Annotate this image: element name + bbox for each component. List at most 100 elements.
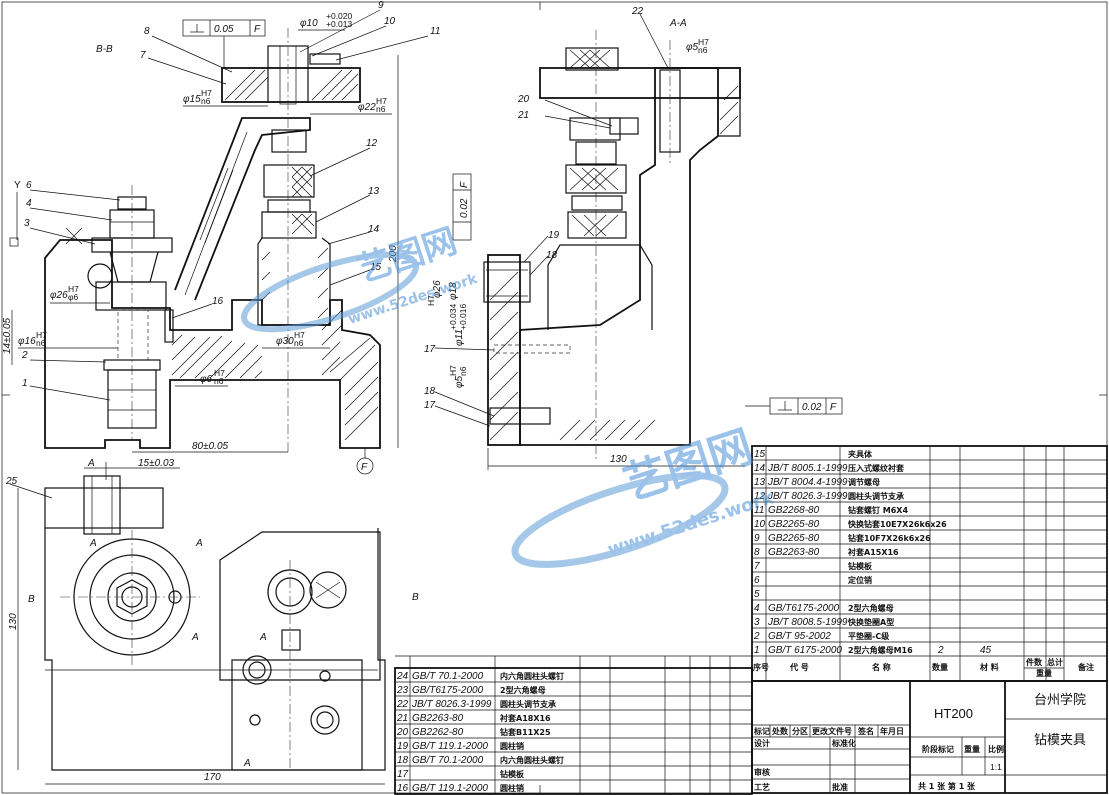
bom-row-no: 8	[754, 547, 760, 558]
bom-row-no: 14	[754, 463, 766, 474]
bom-header-unit: 件数	[1026, 657, 1043, 667]
bom-row-name: 快换垫圈A型	[848, 617, 894, 627]
bom-row-name: 2型六角螺母	[848, 603, 894, 613]
balloon-8: 8	[144, 26, 150, 37]
lower-bom-no: 16	[397, 783, 409, 794]
balloon-23: 21	[517, 110, 529, 121]
svg-text:H7: H7	[201, 88, 212, 98]
lower-bom-code: GB/T 70.1-2000	[412, 755, 484, 766]
svg-text:n6: n6	[214, 376, 224, 386]
bom-row-name: 调节螺母	[848, 477, 880, 487]
bushing-screw-11	[309, 53, 341, 65]
pin-16	[164, 309, 174, 343]
lower-bom-no: 18	[397, 755, 409, 766]
bom-row-name: 快换钻套10E7X26k6x26	[848, 519, 947, 529]
dim-d15: φ15	[183, 94, 201, 105]
svg-text:A: A	[191, 632, 199, 643]
svg-text:A: A	[259, 632, 267, 643]
svg-text:A: A	[243, 758, 251, 769]
svg-text:φ6: φ6	[68, 292, 79, 302]
svg-text:n6: n6	[698, 45, 708, 55]
svg-text:H7: H7	[294, 330, 305, 340]
svg-text:签名: 签名	[857, 726, 874, 736]
svg-text:分区: 分区	[792, 726, 808, 736]
balloon-14: 14	[368, 224, 380, 235]
balloon-9: 9	[378, 0, 384, 11]
lower-bom-code: GB/T 119.1-2000	[412, 783, 488, 794]
dim-w130: 130	[610, 454, 627, 465]
lower-bom-code: JB/T 8026.3-1999	[411, 699, 492, 710]
svg-text:H7: H7	[68, 284, 79, 294]
bom-row-name: 圆柱头调节支承	[848, 491, 904, 501]
bom-row-name: 2型六角螺母M16	[848, 645, 913, 655]
lower-bom-name: 圆柱头调节支承	[500, 699, 556, 709]
balloon-20: 18	[546, 250, 558, 261]
bom-header-total: 总计	[1047, 657, 1063, 667]
bom-row-code: GB/T 6175-2000	[768, 645, 842, 656]
flatness-value: 0.05	[214, 24, 234, 35]
svg-text:标准化: 标准化	[831, 738, 856, 748]
bom-row-code: JB/T 8004.4-1999	[767, 477, 848, 488]
axis-y-label: Y	[14, 180, 21, 191]
top-base-outline	[44, 528, 386, 771]
datum-f	[356, 457, 374, 475]
svg-text:n6: n6	[201, 96, 211, 106]
svg-text:B: B	[412, 592, 419, 603]
bom-header-no: 序号	[753, 662, 769, 672]
lower-bom-name: 圆柱销	[500, 783, 524, 793]
svg-text:工艺: 工艺	[754, 782, 770, 792]
bom-row-code: GB/T6175-2000	[768, 603, 840, 614]
svg-text:n6: n6	[294, 338, 304, 348]
bom-row-code: GB2263-80	[768, 547, 820, 558]
bom-row-material: 45	[980, 645, 992, 656]
svg-text:H7: H7	[376, 96, 387, 106]
bom-row-name: 平垫圈-C级	[848, 631, 890, 641]
bom-row-no: 4	[754, 603, 760, 614]
watermark: 艺图网 www.52des.work 艺图网 www.52des.work	[241, 221, 777, 568]
view-label-bb: B-B	[96, 44, 113, 55]
balloon-4: 4	[26, 198, 32, 209]
balloon-16: 16	[212, 296, 224, 307]
svg-text:n6: n6	[458, 366, 468, 376]
svg-text:F: F	[830, 402, 837, 413]
svg-text:F: F	[459, 181, 470, 188]
balloon-7: 7	[140, 50, 146, 61]
dim-d10: φ10	[300, 18, 318, 29]
bom-row-code: GB2268-80	[768, 505, 820, 516]
bom-row-no: 9	[754, 533, 760, 544]
bom-row-no: 1	[754, 645, 760, 656]
dim-d22: φ22	[358, 102, 376, 113]
lower-bom-no: 23	[396, 685, 409, 696]
screw-bushing-14	[257, 237, 331, 326]
balloon-3: 3	[24, 218, 30, 229]
bom-row-name: 钻套螺钉 M6X4	[848, 505, 908, 515]
bom-row-code: JB/T 8005.1-1999	[767, 463, 848, 474]
bom-header-weight: 重量	[1036, 668, 1052, 678]
balloon-22: 20	[517, 94, 530, 105]
dim-d6: φ6	[200, 374, 213, 385]
lower-bom-no: 17	[397, 769, 409, 780]
balloon-1: 1	[22, 378, 28, 389]
svg-text:批准: 批准	[832, 782, 848, 792]
aa-plate	[539, 67, 741, 99]
balloon-11: 11	[430, 26, 440, 37]
bom-row-name: 夹具体	[848, 449, 873, 459]
svg-text:n6: n6	[376, 104, 386, 114]
lower-bom-name: 衬套A18X16	[499, 713, 551, 723]
lower-bom-name: 内六角圆柱头螺钉	[500, 671, 564, 681]
svg-text:H7: H7	[36, 330, 47, 340]
svg-text:年月日: 年月日	[880, 726, 904, 736]
svg-text:B: B	[28, 594, 35, 605]
svg-text:1:1: 1:1	[990, 762, 1002, 772]
balloon-17: 17	[424, 400, 436, 411]
svg-text:φ11: φ11	[454, 329, 465, 346]
balloon-21: 19	[548, 230, 560, 241]
svg-text:H7: H7	[698, 37, 709, 47]
bom-row-no: 12	[754, 491, 766, 502]
balloon-25: 25	[5, 476, 18, 487]
lower-bom-code: GB/T6175-2000	[412, 685, 484, 696]
svg-text:+0.016: +0.016	[458, 303, 468, 330]
bom-header-material: 材 料	[980, 662, 999, 672]
